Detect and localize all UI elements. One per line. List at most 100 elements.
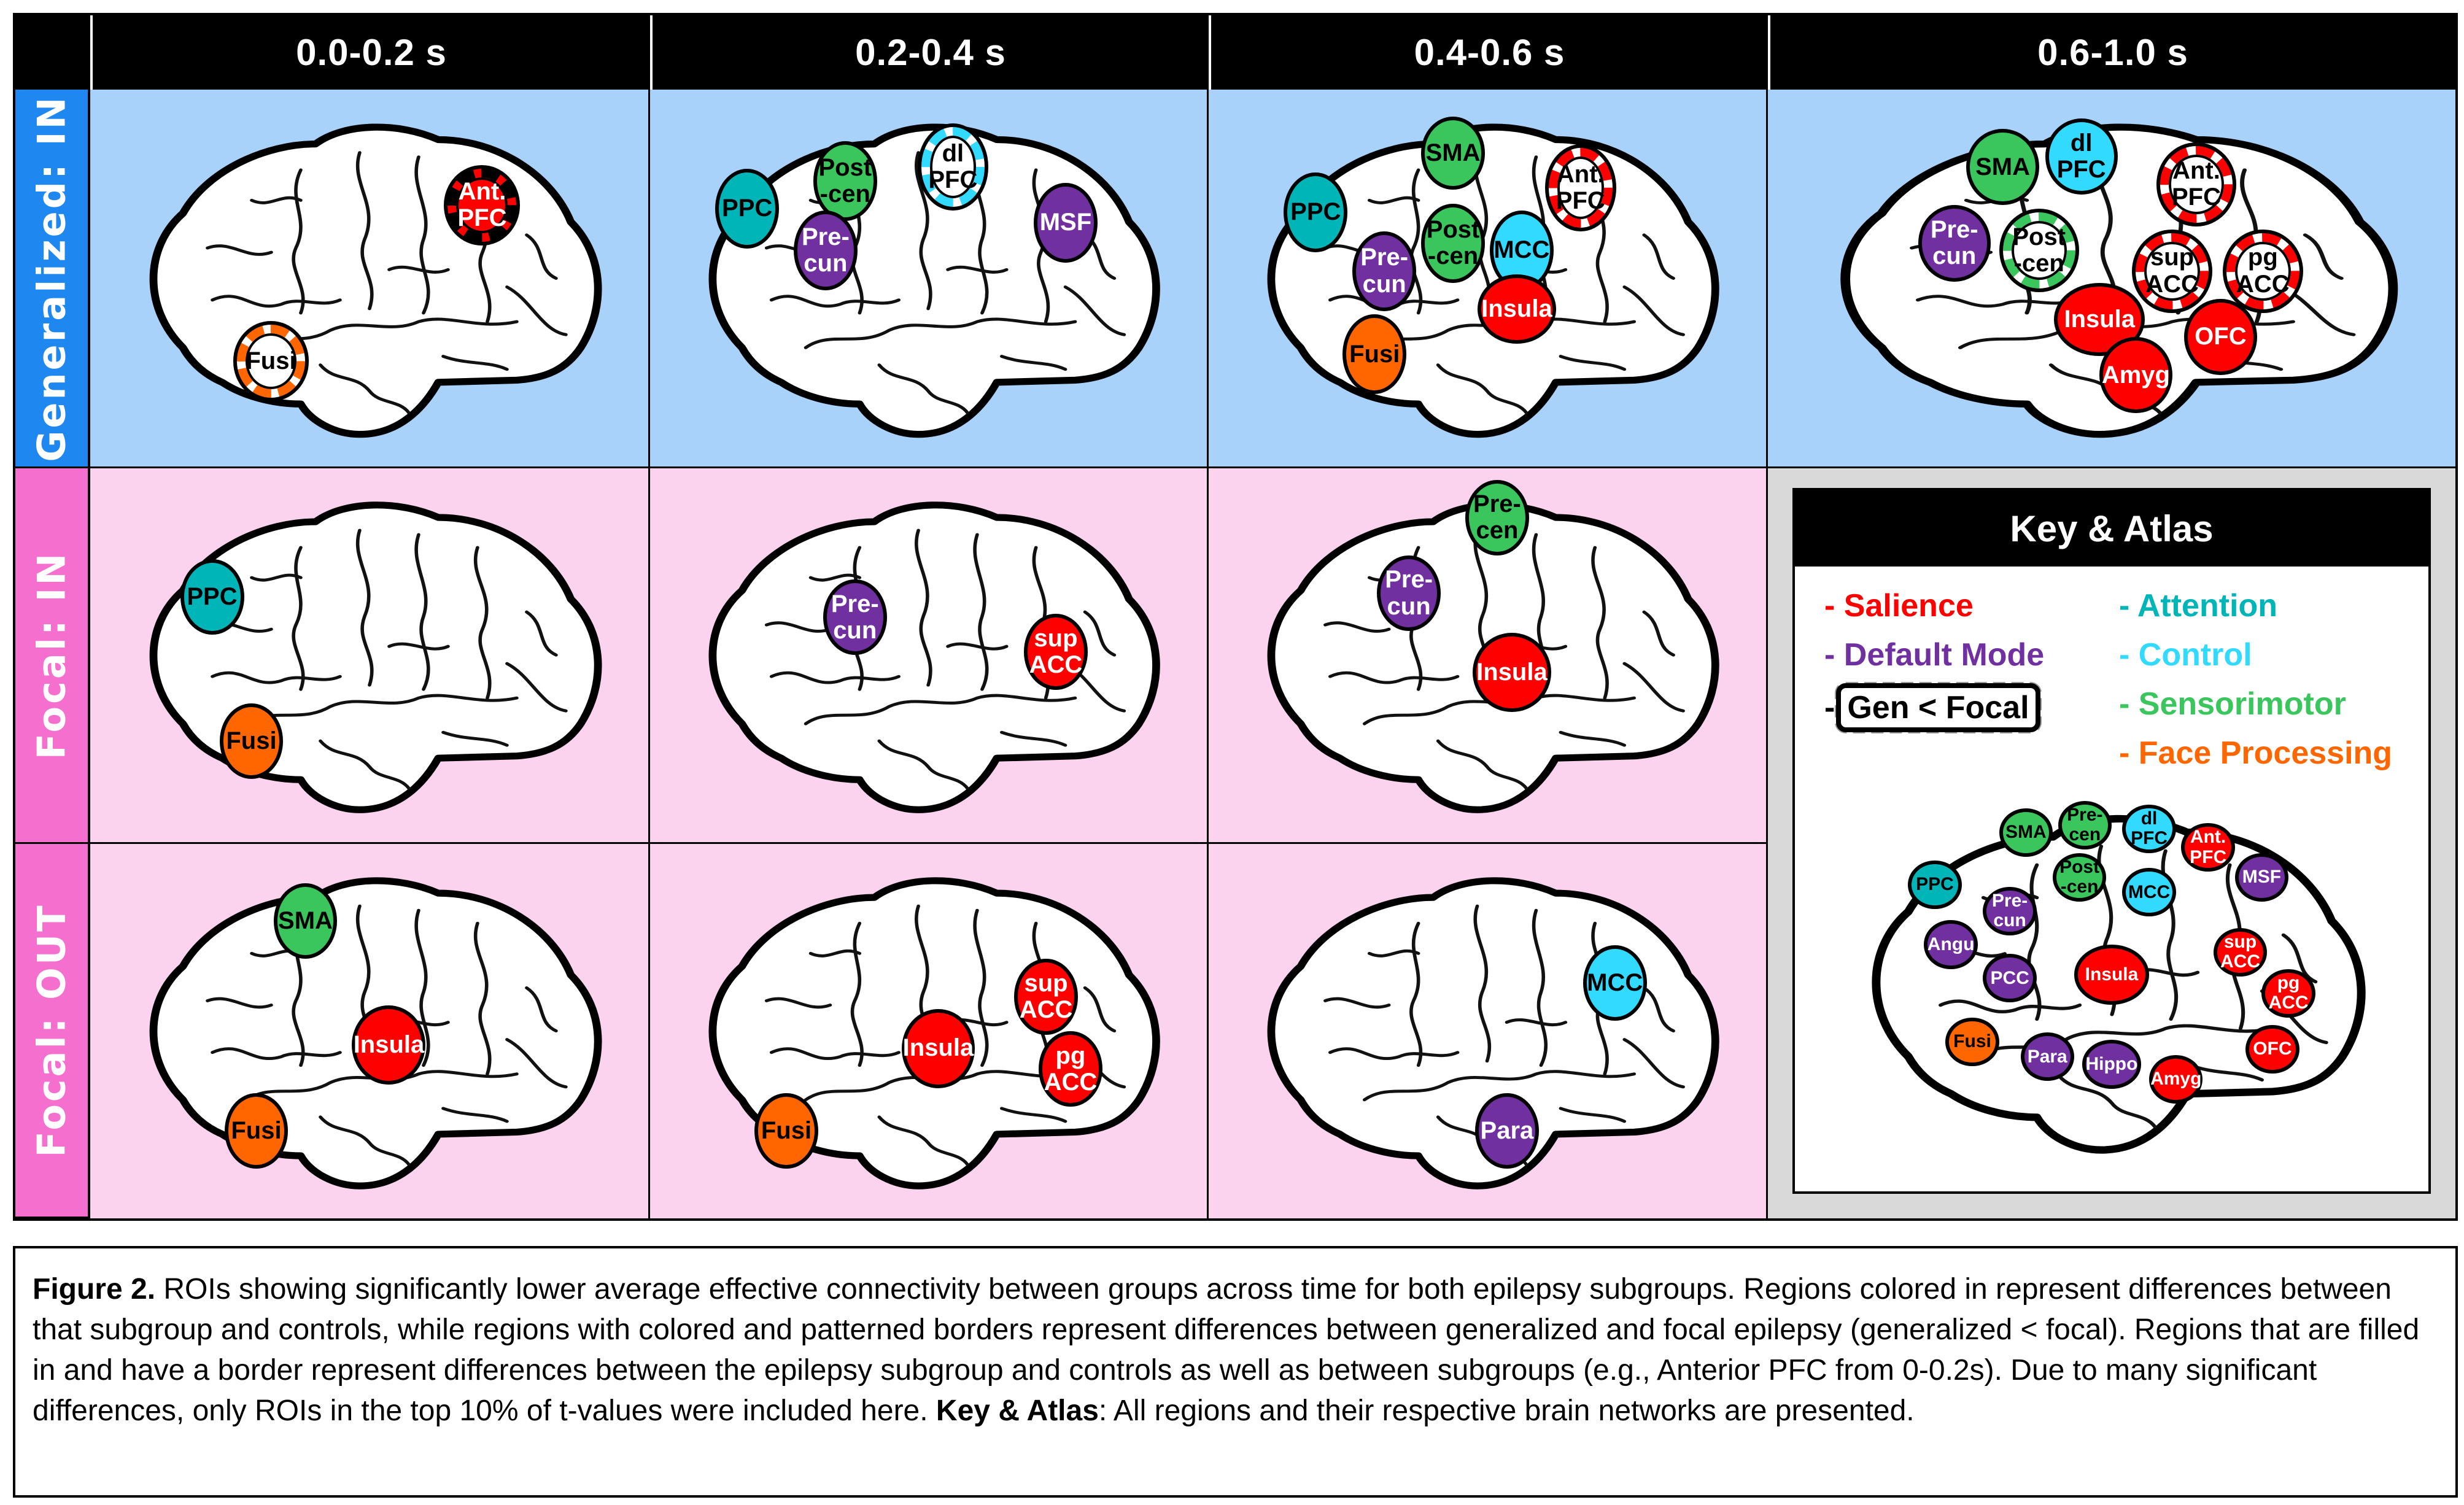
column-header-2: 0.4-0.6 s [1209,15,1768,90]
cell-gen-in-0: Ant.PFC Fusi [90,90,650,468]
roi-amyg: Amyg [2149,1054,2203,1104]
roi-layer: MCC Para [1242,859,1732,1203]
row-label-text: Focal: OUT [29,903,74,1158]
roi-precun: Pre-cun [1918,205,1991,282]
legend-sensorimotor: - Sensorimotor [2119,686,2346,722]
column-header-0: 0.0-0.2 s [90,15,650,90]
figure-caption: Figure 2. ROIs showing significantly low… [13,1246,2458,1498]
roi-precun: Pre-cun [823,579,887,656]
row-label-generalized-in: Generalized: IN [15,90,90,468]
roi-para: Para [1475,1093,1539,1169]
roi-msf: MSF [1034,182,1098,263]
roi-amyg: Amyg [2099,337,2172,414]
roi-precun: Pre-cun [793,210,858,290]
roi-mcc: MCC [1583,945,1647,1021]
roi-fusi: Fusi [236,325,306,398]
roi-antpfc: Ant.PFC [2181,823,2235,872]
roi-ppc: PPC [1284,172,1348,252]
roi-sma: SMA [273,883,338,959]
roi-precun: Pre-cun [1352,231,1417,311]
legend-control: - Control [2119,637,2252,673]
header-corner [15,15,90,90]
roi-ppc: PPC [180,559,244,635]
key-atlas-panel: Key & Atlas - Salience - Default Mode -G… [1768,468,2455,1218]
roi-fusi: Fusi [754,1093,818,1169]
key-atlas-box: Key & Atlas - Salience - Default Mode -G… [1792,488,2431,1194]
legend-default-mode: - Default Mode [1824,637,2045,673]
roi-insula: Insula [1478,274,1556,344]
roi-layer: Ant.PFC Fusi [124,105,615,452]
roi-postcen: Post-cen [2002,212,2075,288]
roi-precen: Pre-cen [2058,800,2112,849]
roi-postcen: Post-cen [1421,203,1485,284]
column-header-1: 0.2-0.4 s [650,15,1209,90]
cell-focal-out-2: MCC Para [1209,844,1768,1218]
legend-salience: - Salience [1824,588,1974,624]
roi-hippo: Hippo [2082,1040,2141,1089]
caption-key-label: Key & Atlas [936,1395,1099,1427]
roi-precen: Pre-cen [1465,479,1529,556]
legend-gen-focal-dash: - [1824,690,1835,725]
roi-precun: Pre-cun [1983,886,2037,935]
roi-para: Para [2020,1032,2074,1081]
roi-antpfc: Ant.PFC [1548,148,1613,228]
roi-postcen: Post-cen [2052,853,2107,902]
roi-postcen: Post-cen [813,141,877,221]
roi-pcc: PCC [1983,954,2037,1003]
figure-grid: 0.0-0.2 s 0.2-0.4 s 0.4-0.6 s 0.6-1.0 s … [13,13,2458,1221]
roi-angu: Angu [1924,920,1978,969]
roi-fusi: Fusi [1342,314,1407,395]
row-label-text: Generalized: IN [29,95,74,462]
caption-figure-label: Figure 2. [33,1273,156,1306]
key-title: Key & Atlas [1795,490,2428,567]
roi-fusi: Fusi [1945,1017,1999,1066]
legend-face-processing: - Face Processing [2119,735,2393,771]
legend-gen-focal: -Gen < Focal [1824,682,2042,733]
roi-ofc: OFC [2184,298,2257,376]
roi-insula: Insula [1473,633,1551,712]
legend-gen-focal-box: Gen < Focal [1835,682,2042,733]
roi-fusi: Fusi [224,1093,289,1169]
row-label-text: Focal: IN [29,551,74,760]
row-label-focal-in: Focal: IN [15,468,90,844]
roi-antpfc: Ant.PFC [447,169,517,242]
roi-msf: MSF [2234,853,2289,902]
row-label-focal-out: Focal: OUT [15,844,90,1218]
roi-antpfc: Ant.PFC [2160,146,2233,223]
roi-mcc: MCC [2122,868,2176,917]
roi-insula: Insula [901,1008,975,1088]
roi-ofc: OFC [2245,1025,2299,1074]
legend-attention: - Attention [2119,588,2277,624]
roi-precun: Pre-cun [1377,555,1441,632]
roi-sma: SMA [1421,117,1485,190]
roi-ppc: PPC [1908,861,1962,910]
caption-text-2: : All regions and their respective brain… [1098,1395,1915,1427]
column-header-3: 0.6-1.0 s [1768,15,2455,90]
caption-text-1: ROIs showing significantly lower average… [33,1273,2420,1427]
roi-sma: SMA [1999,808,2053,857]
